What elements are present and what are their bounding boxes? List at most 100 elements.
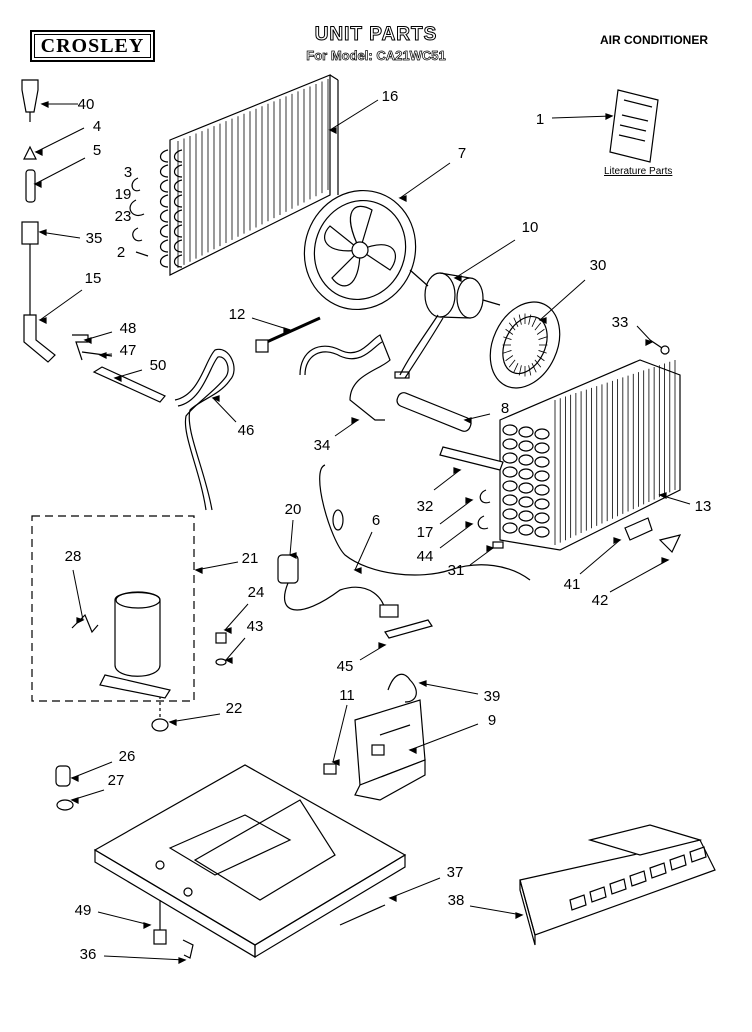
callout-8: 2 bbox=[117, 244, 125, 261]
callout-14: 30 bbox=[538, 257, 607, 324]
callout-number: 6 bbox=[372, 512, 380, 529]
callout-17: 48 bbox=[83, 320, 136, 344]
callout-34: 24 bbox=[223, 584, 265, 634]
callout-3: 5 bbox=[33, 142, 101, 188]
product-category: AIR CONDITIONER bbox=[600, 33, 708, 47]
callout-11: 7 bbox=[398, 145, 466, 202]
callout-number: 11 bbox=[339, 687, 355, 704]
callout-number: 2 bbox=[117, 244, 125, 261]
literature-booklet bbox=[609, 89, 659, 163]
callout-19: 50 bbox=[113, 357, 167, 382]
callout-21: 34 bbox=[314, 417, 360, 454]
callout-38: 22 bbox=[168, 700, 243, 726]
callout-number: 13 bbox=[695, 498, 712, 515]
callout-25: 44 bbox=[417, 521, 474, 565]
callout-2: 4 bbox=[34, 118, 101, 156]
condenser-coil bbox=[159, 74, 339, 276]
callout-number: 7 bbox=[458, 145, 466, 162]
callout-13: 10 bbox=[453, 219, 539, 282]
callout-24: 17 bbox=[417, 497, 474, 541]
callout-number: 44 bbox=[417, 548, 434, 565]
compressor-group bbox=[31, 515, 195, 702]
callout-20: 46 bbox=[211, 395, 255, 439]
callout-number: 24 bbox=[248, 584, 265, 601]
callout-41: 26 bbox=[70, 748, 136, 782]
callout-16: 33 bbox=[612, 314, 654, 346]
callout-5: 19 bbox=[115, 186, 132, 203]
callout-number: 45 bbox=[337, 658, 354, 675]
callout-number: 34 bbox=[314, 437, 331, 454]
callout-30: 20 bbox=[285, 501, 302, 559]
callout-9: 15 bbox=[38, 270, 102, 324]
callout-40: 9 bbox=[408, 712, 496, 754]
callout-6: 23 bbox=[115, 208, 132, 225]
model-number: For Model: CA21WC51 bbox=[306, 48, 446, 64]
small-parts bbox=[21, 79, 682, 959]
callout-46: 36 bbox=[80, 946, 187, 964]
base-pan bbox=[93, 764, 407, 959]
literature-parts-label: Literature Parts bbox=[604, 166, 673, 177]
callout-number: 40 bbox=[78, 96, 95, 113]
callout-number: 41 bbox=[564, 576, 581, 593]
callout-37: 39 bbox=[418, 680, 501, 705]
callout-number: 46 bbox=[238, 422, 255, 439]
callout-4: 3 bbox=[124, 164, 132, 181]
callout-number: 49 bbox=[75, 902, 92, 919]
callout-39: 11 bbox=[331, 687, 355, 766]
callout-number: 10 bbox=[522, 219, 539, 236]
callout-number: 3 bbox=[124, 164, 132, 181]
callout-number: 26 bbox=[119, 748, 136, 765]
callout-number: 5 bbox=[93, 142, 101, 159]
callout-number: 8 bbox=[501, 400, 509, 417]
callout-number: 42 bbox=[592, 592, 609, 609]
brand-logo: CROSLEY bbox=[30, 30, 155, 62]
compressor-bracket bbox=[354, 699, 426, 801]
callout-number: 9 bbox=[488, 712, 496, 729]
callout-10: 16 bbox=[328, 88, 399, 134]
callout-15: 12 bbox=[229, 306, 292, 334]
callout-number: 38 bbox=[448, 892, 465, 909]
callout-number: 22 bbox=[226, 700, 243, 717]
callout-number: 4 bbox=[93, 118, 101, 135]
callout-45: 49 bbox=[75, 902, 152, 929]
callout-number: 32 bbox=[417, 498, 434, 515]
blower-wheel bbox=[489, 301, 561, 389]
callout-number: 31 bbox=[448, 562, 465, 579]
callout-number: 21 bbox=[242, 550, 259, 567]
callout-7: 35 bbox=[38, 229, 103, 247]
callout-number: 12 bbox=[229, 306, 246, 323]
callout-32: 21 bbox=[194, 550, 259, 574]
condenser-fan-blade bbox=[303, 189, 417, 311]
callout-number: 43 bbox=[247, 618, 264, 635]
page-title: UNIT PARTS bbox=[314, 24, 438, 46]
callout-number: 19 bbox=[115, 186, 132, 203]
callout-number: 39 bbox=[484, 688, 501, 705]
callout-36: 45 bbox=[337, 642, 387, 675]
callout-number: 16 bbox=[382, 88, 399, 105]
callout-12: 1 bbox=[536, 111, 614, 128]
callout-number: 30 bbox=[590, 257, 607, 274]
callout-number: 50 bbox=[150, 357, 167, 374]
callout-28: 41 bbox=[564, 537, 622, 593]
callout-number: 15 bbox=[85, 270, 102, 287]
callout-26: 31 bbox=[448, 545, 495, 579]
callout-number: 47 bbox=[120, 342, 137, 359]
callout-number: 28 bbox=[65, 548, 82, 565]
callout-1: 40 bbox=[40, 96, 95, 113]
callout-number: 1 bbox=[536, 111, 544, 128]
callout-number: 20 bbox=[285, 501, 302, 518]
callout-29: 42 bbox=[592, 557, 670, 609]
front-grille bbox=[519, 824, 716, 946]
fan-motor bbox=[394, 269, 501, 379]
callout-18: 47 bbox=[98, 342, 137, 359]
callout-42: 27 bbox=[70, 772, 124, 804]
callout-35: 43 bbox=[224, 618, 264, 664]
callout-31: 6 bbox=[353, 512, 380, 574]
callout-number: 35 bbox=[86, 230, 103, 247]
callout-43: 37 bbox=[388, 864, 464, 902]
callout-number: 37 bbox=[447, 864, 464, 881]
callout-number: 33 bbox=[612, 314, 629, 331]
